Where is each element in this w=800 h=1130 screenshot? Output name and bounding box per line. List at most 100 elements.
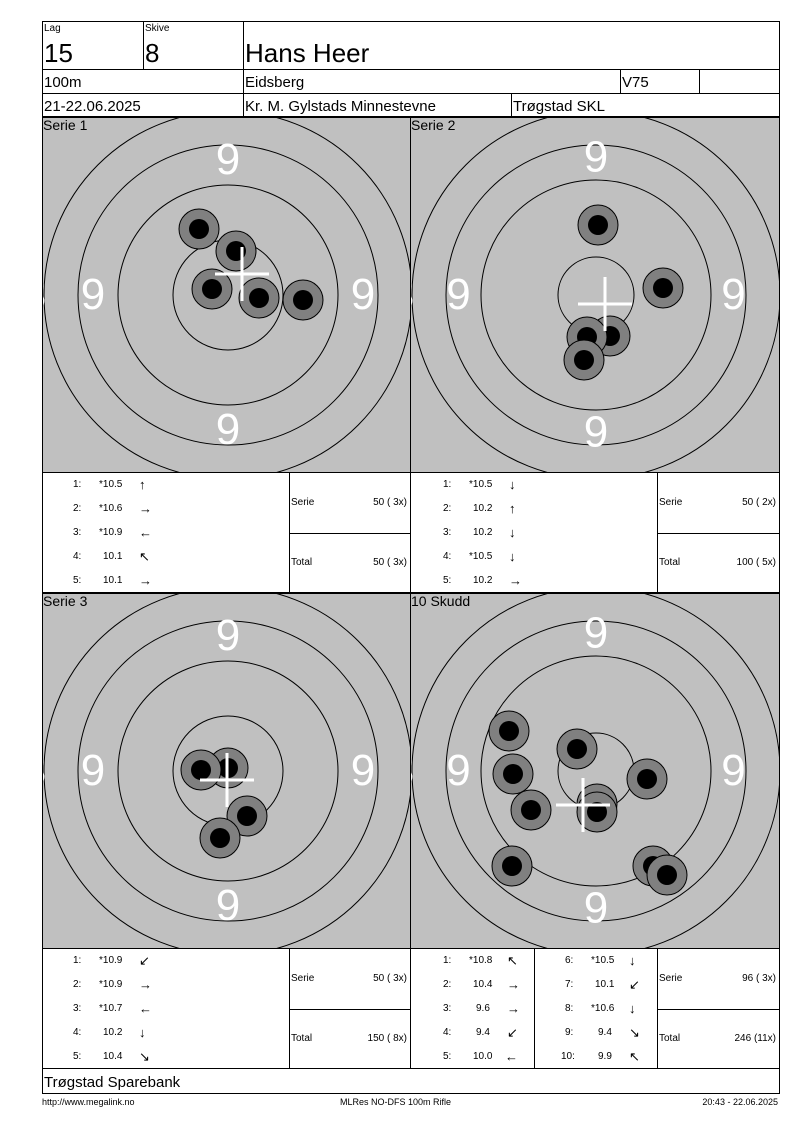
class-cell: V75 [620, 69, 700, 94]
lag-label: Lag [44, 23, 61, 34]
shot-hole-inner [210, 828, 230, 848]
shot-direction-icon: → [507, 1001, 520, 1016]
ring-label-9: 9 [216, 135, 240, 184]
name-cell: Hans Heer [243, 21, 780, 70]
shot-hole-inner [521, 800, 541, 820]
target-ring [117, 184, 339, 406]
ring-label-9: 9 [351, 270, 375, 319]
ring-label-8: 8 [410, 746, 411, 795]
ring-label-9: 9 [216, 611, 240, 660]
class: V75 [622, 74, 649, 91]
shot-direction-icon: ↖ [139, 549, 150, 564]
shot-direction-icon: ↙ [507, 1025, 518, 1040]
shot-row: 2:*10.6→ [43, 501, 289, 516]
shot-row: 5:10.4↘ [43, 1050, 289, 1063]
shot-row: 4:9.4↙ [411, 1025, 534, 1040]
ring-label-9: 9 [584, 884, 608, 933]
shot-row: 2:10.4→ [411, 977, 534, 992]
shot-hole-inner [567, 739, 587, 759]
ring-label-9: 9 [584, 609, 608, 658]
shot-hole-inner [499, 721, 519, 741]
target-svg: 99998888 [43, 118, 410, 472]
shot-row: 2:10.2↑ [411, 501, 657, 516]
serie-value: 50 ( 3x) [373, 973, 407, 984]
shot-row: 6:*10.5↓ [535, 954, 657, 967]
ring-label-9: 9 [584, 408, 608, 457]
distance-cell: 100m [42, 69, 244, 94]
shot-number: 5: [443, 575, 452, 586]
serie-sum-1: Serie 50 ( 3x) [289, 472, 411, 534]
ring-label-9: 9 [81, 746, 105, 795]
shot-hole-inner [503, 764, 523, 784]
skive-label: Skive [145, 23, 170, 34]
total-value: 50 ( 3x) [373, 557, 407, 568]
shot-score: 10.2 [103, 1027, 123, 1038]
ring-label-8: 8 [411, 746, 414, 795]
shot-direction-icon: ↓ [509, 549, 516, 564]
shot-score: *10.9 [99, 979, 123, 990]
target-ring [480, 179, 712, 411]
footer-timestamp: 20:43 - 22.06.2025 [702, 1097, 778, 1107]
shot-score: 9.9 [598, 1051, 612, 1062]
shot-number: 5: [73, 1051, 82, 1062]
shot-number: 1: [443, 479, 452, 490]
shot-number: 7: [565, 979, 574, 990]
shot-score: *10.9 [99, 955, 123, 966]
total-sum-2: Total 100 ( 5x) [657, 533, 780, 593]
target-ring [77, 620, 379, 922]
ring-label-9: 9 [446, 746, 470, 795]
shot-score: 10.2 [473, 575, 493, 586]
shot-number: 2: [443, 979, 452, 990]
ring-label-8: 8 [216, 118, 240, 125]
shot-row: 4:10.2↓ [43, 1025, 289, 1040]
shot-direction-icon: ↖ [629, 1049, 640, 1064]
ring-label-9: 9 [351, 746, 375, 795]
target-svg: 99998888 [43, 594, 411, 948]
shot-direction-icon: ↓ [629, 1001, 636, 1016]
distance: 100m [44, 74, 82, 91]
serie-label: Serie [659, 497, 683, 508]
total-sum-3: Total 150 ( 8x) [289, 1009, 411, 1069]
panel-title: Serie 3 [43, 593, 88, 609]
ring-label-8: 8 [411, 270, 414, 319]
serie-value: 96 ( 3x) [742, 973, 776, 984]
footer-url[interactable]: http://www.megalink.no [42, 1097, 135, 1107]
shot-row: 2:*10.9→ [43, 977, 289, 992]
event: Kr. M. Gylstads Minnestevne [245, 98, 436, 115]
shot-row: 4:10.1↖ [43, 549, 289, 564]
shot-direction-icon: → [507, 977, 520, 992]
serie-value: 50 ( 3x) [373, 497, 407, 508]
target-ring [77, 144, 379, 446]
shot-row: 1:*10.5↓ [411, 478, 657, 491]
shot-direction-icon: ↓ [139, 1025, 146, 1040]
shot-direction-icon: ← [505, 1049, 518, 1064]
date-cell: 21-22.06.2025 [42, 93, 244, 117]
total-value: 246 (11x) [734, 1033, 776, 1044]
shot-direction-icon: → [509, 573, 522, 588]
shot-row: 5:10.1→ [43, 574, 289, 587]
panel-title: Serie 1 [43, 117, 88, 133]
shot-score: 10.2 [473, 503, 493, 514]
shot-score: *10.6 [591, 1003, 615, 1014]
shot-score: 10.1 [103, 551, 123, 562]
target-ring [411, 118, 779, 472]
shot-number: 8: [565, 1003, 574, 1014]
shot-number: 9: [565, 1027, 574, 1038]
total-sum-1: Total 50 ( 3x) [289, 533, 411, 593]
ring-label-8: 8 [584, 940, 608, 949]
ring-label-9: 9 [216, 405, 240, 454]
shot-row: 8: *10.6 ↓ [535, 1001, 657, 1016]
shot-direction-icon: ↙ [629, 977, 640, 992]
target-serie-1: 99998888 Serie 1 [42, 117, 411, 473]
total-value: 150 ( 8x) [367, 1033, 407, 1044]
shot-hole-inner [202, 279, 222, 299]
target-10-skudd: 99998888 10 Skudd [410, 593, 780, 949]
shot-direction-icon: → [139, 501, 152, 516]
target-ring [411, 594, 779, 948]
serie-sum-4: Serie 96 ( 3x) [657, 948, 780, 1010]
lag-cell: Lag 15 [42, 21, 144, 70]
shot-score: *10.5 [469, 479, 493, 490]
shot-direction-icon: → [139, 977, 152, 992]
shot-number: 5: [443, 1051, 452, 1062]
shot-direction-icon: ↑ [509, 501, 516, 516]
